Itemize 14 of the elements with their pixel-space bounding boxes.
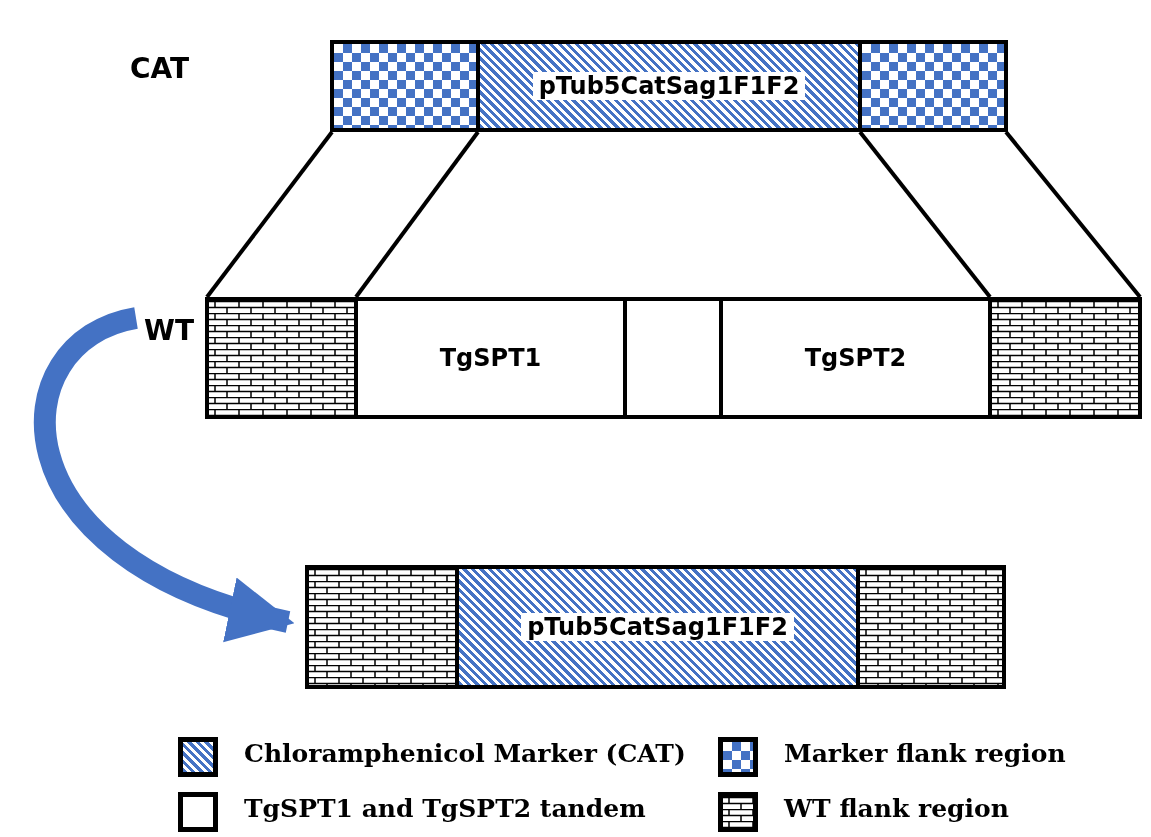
recombination-line [205, 130, 334, 299]
segment-label: pTub5CatSag1F1F2 [521, 613, 794, 641]
recombination-line [1004, 130, 1142, 299]
legend-text: TgSPT1 and TgSPT2 tandem [244, 794, 646, 823]
recombination-line [858, 130, 992, 299]
construct-label: CAT [130, 52, 190, 85]
segment-label: TgSPT1 [439, 344, 542, 372]
legend-text: Chloramphenicol Marker (CAT) [244, 739, 686, 768]
legend-text: Marker flank region [784, 739, 1066, 768]
segment-label: pTub5CatSag1F1F2 [532, 72, 806, 100]
strand-label: WT [144, 313, 194, 347]
segment-label: TgSPT2 [804, 344, 907, 372]
recombination-line [354, 130, 480, 299]
legend-text: WT flank region [784, 794, 1009, 823]
